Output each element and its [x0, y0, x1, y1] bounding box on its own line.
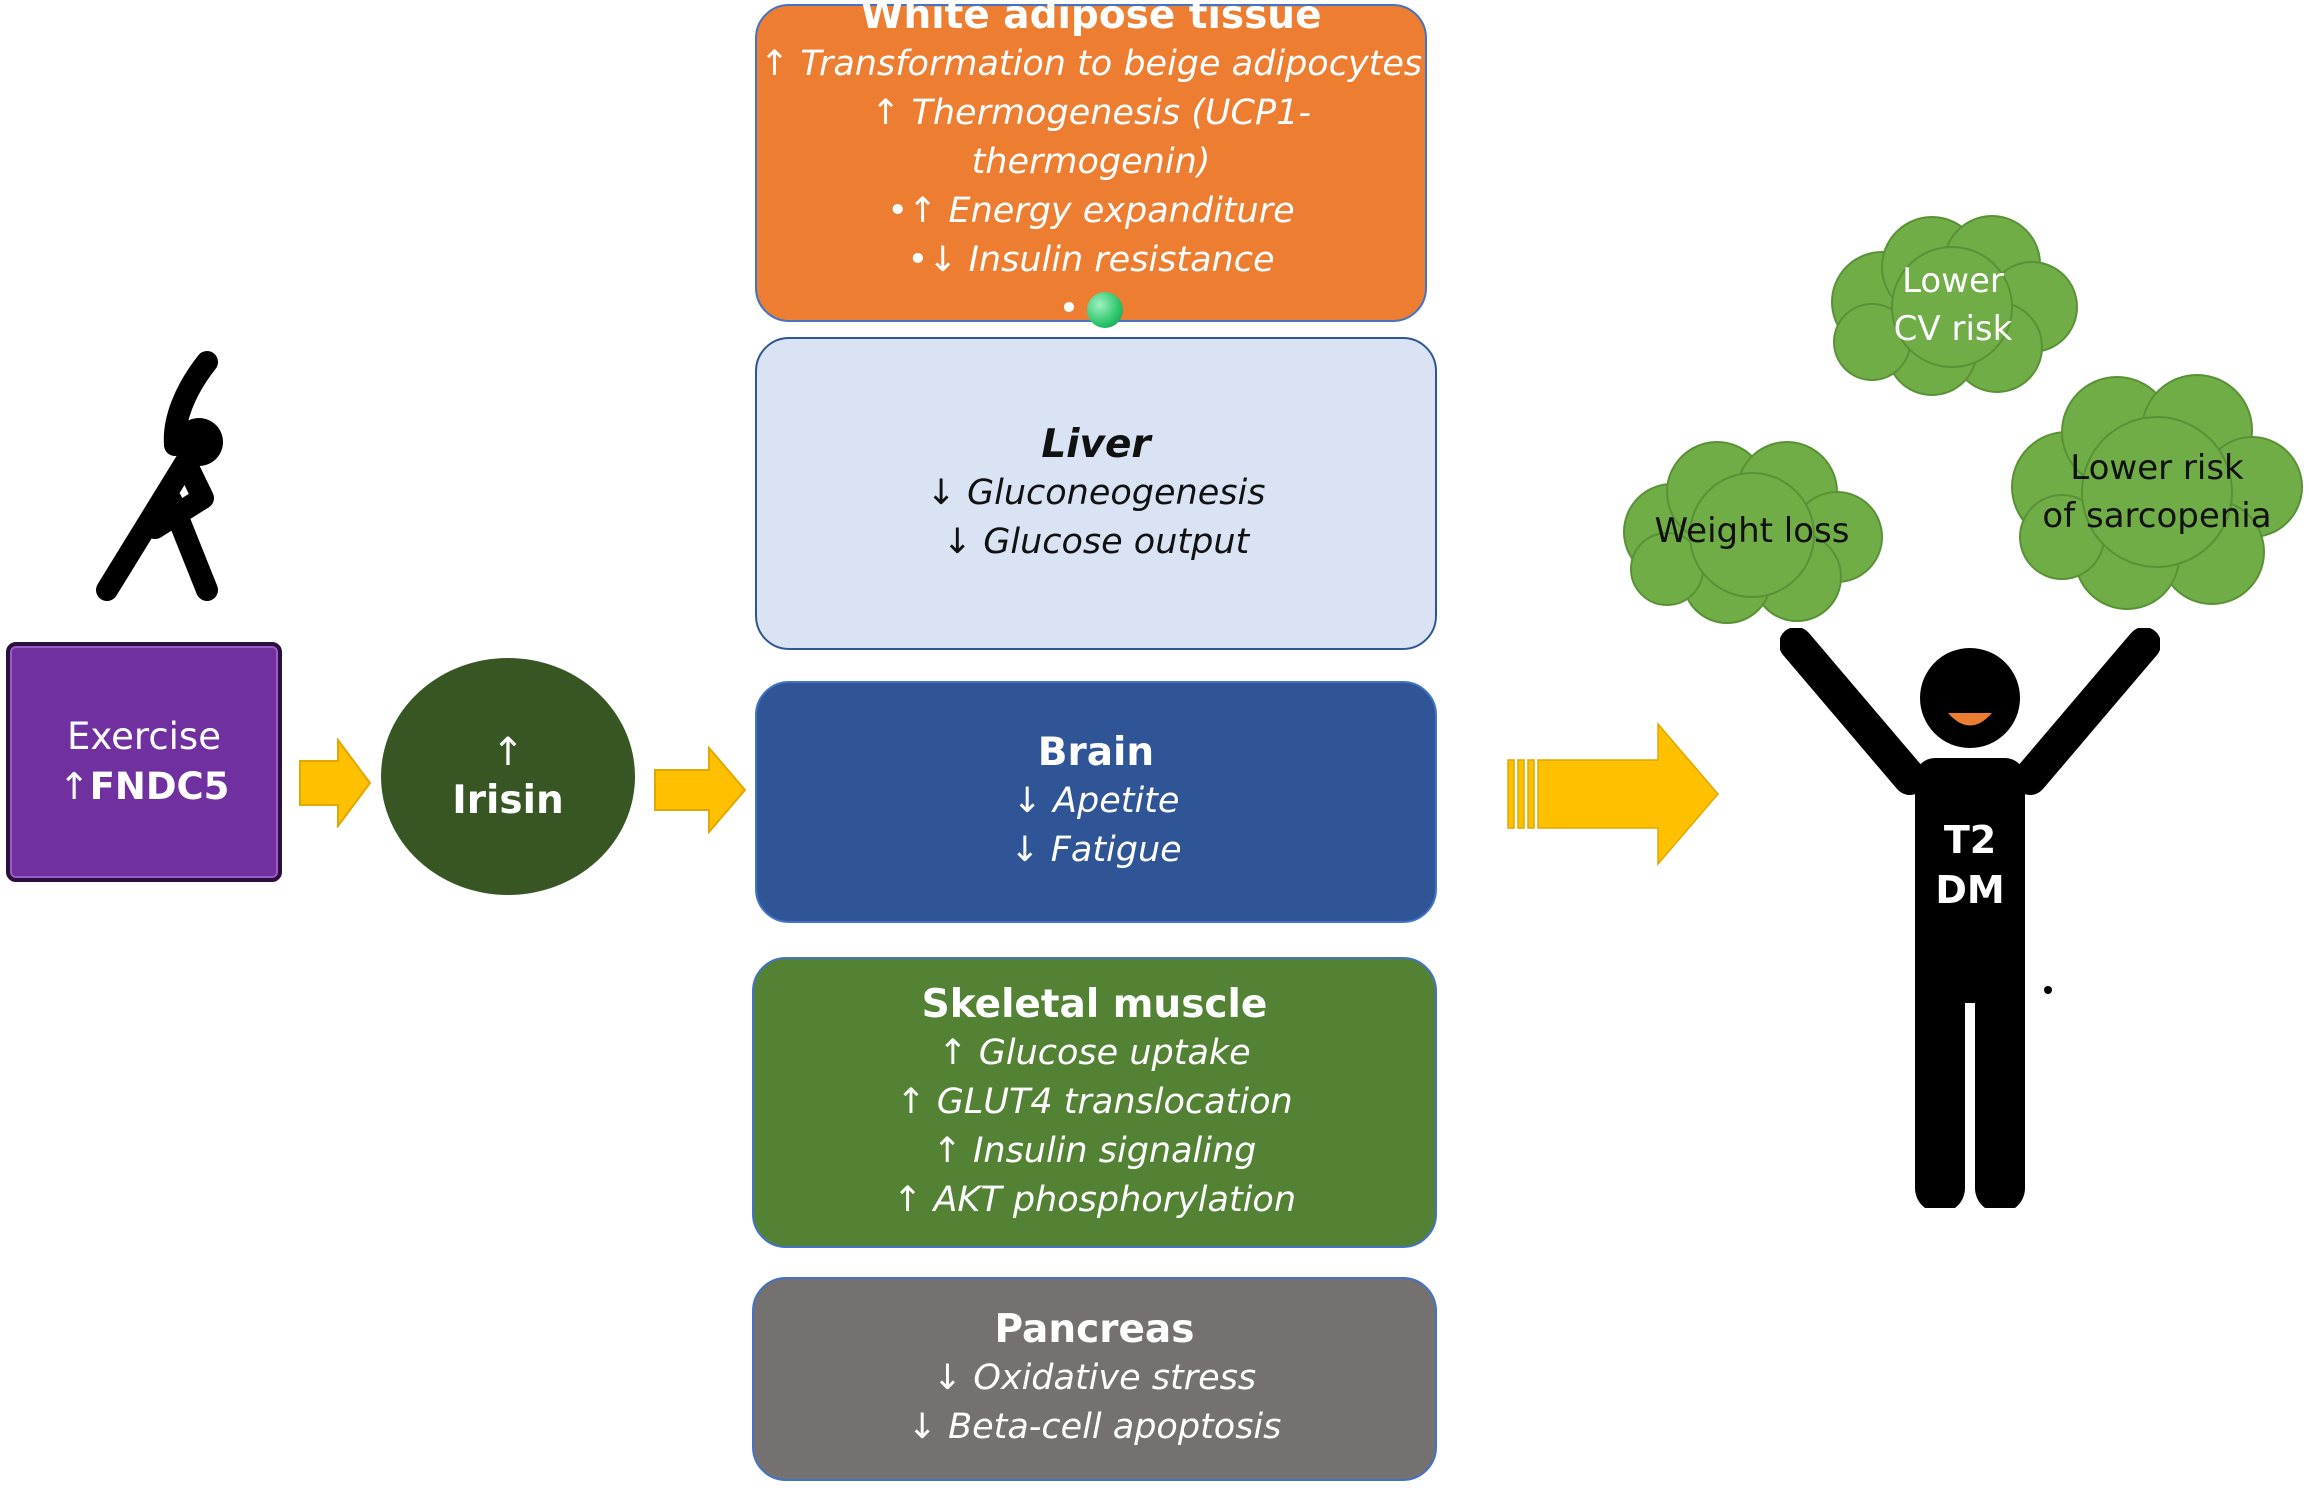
wat-item: •↑ Energy expanditure: [887, 191, 1295, 231]
brain-title: Brain: [1037, 730, 1155, 775]
muscle-item: ↑ Glucose uptake: [938, 1032, 1251, 1073]
arrow-irisin-to-organs: [654, 746, 747, 834]
sarcopenia-line2: of sarcopenia: [2042, 496, 2272, 536]
muscle-item: ↑ GLUT4 translocation: [896, 1081, 1293, 1122]
cloud-sarcopenia-text: Lower risk of sarcopenia: [2007, 372, 2307, 612]
liver-title: Liver: [1041, 421, 1151, 467]
fndc5-label: ↑FNDC5: [59, 762, 230, 812]
exercise-label: Exercise: [67, 715, 221, 758]
cv-risk-line1: Lower: [1902, 261, 2004, 301]
brain-item: ↓ Fatigue: [1010, 830, 1182, 870]
pancreas-item: ↓ Oxidative stress: [932, 1358, 1257, 1398]
cloud-cv-risk-text: Lower CV risk: [1822, 212, 2084, 398]
arrow-organs-to-outcome: [1507, 722, 1719, 866]
wat-last-item: •: [1059, 285, 1124, 334]
brain-item: ↓ Apetite: [1012, 781, 1180, 821]
skeletal-muscle-box: Skeletal muscle ↑ Glucose uptake ↑ GLUT4…: [752, 957, 1437, 1248]
weight-loss-label: Weight loss: [1654, 511, 1850, 551]
sarcopenia-line1: Lower risk: [2070, 448, 2244, 488]
wat-title: White adipose tissue: [860, 0, 1322, 38]
arrow-exercise-to-irisin: [299, 738, 372, 828]
green-sphere-icon: [1087, 292, 1124, 328]
up-arrow-symbol: ↑: [58, 765, 90, 808]
cloud-weight-loss: [1623, 441, 1883, 624]
exercise-fndc5-box: Exercise ↑FNDC5: [6, 642, 282, 882]
cloud-lower-risk-sarcopenia: [2011, 374, 2303, 610]
white-adipose-tissue-box: White adipose tissue ↑ Transformation to…: [755, 0, 1427, 329]
t2dm-line2: DM: [1935, 868, 2005, 912]
wat-item: ↑ Thermogenesis (UCP1-thermogenin): [871, 93, 1311, 182]
pancreas-box: Pancreas ↓ Oxidative stress ↓ Beta-cell …: [752, 1277, 1437, 1481]
cv-risk-line2: CV risk: [1893, 309, 2013, 349]
wat-item: ↑ Transformation to beige adipocytes: [759, 44, 1423, 84]
pancreas-item: ↓ Beta-cell apoptosis: [907, 1407, 1282, 1447]
t2dm-label: T2 DM: [1915, 815, 2025, 915]
liver-item: ↓ Glucose output: [942, 521, 1250, 562]
exercise-stretch-icon: [96, 351, 223, 601]
brain-box: Brain ↓ Apetite ↓ Fatigue: [755, 681, 1437, 923]
liver-box: Liver ↓ Gluconeogenesis ↓ Glucose output: [755, 337, 1437, 650]
t2dm-line1: T2: [1943, 818, 1997, 862]
fndc5-text: FNDC5: [89, 765, 230, 808]
cloud-weight-loss-text: Weight loss: [1617, 437, 1887, 625]
muscle-item: ↑ Insulin signaling: [932, 1130, 1257, 1171]
celebrating-person-icon: [1780, 628, 2160, 1208]
muscle-title: Skeletal muscle: [921, 981, 1268, 1027]
cloud-lower-cv-risk: [1831, 215, 2078, 396]
wat-item: •↓ Insulin resistance: [907, 240, 1275, 280]
pancreas-title: Pancreas: [994, 1307, 1195, 1352]
irisin-circle: ↑ Irisin: [381, 658, 635, 895]
irisin-label: Irisin: [452, 777, 564, 823]
muscle-item: ↑ AKT phosphorylation: [892, 1179, 1297, 1220]
irisin-up-arrow: ↑: [491, 729, 525, 775]
liver-item: ↓ Gluconeogenesis: [926, 472, 1266, 513]
